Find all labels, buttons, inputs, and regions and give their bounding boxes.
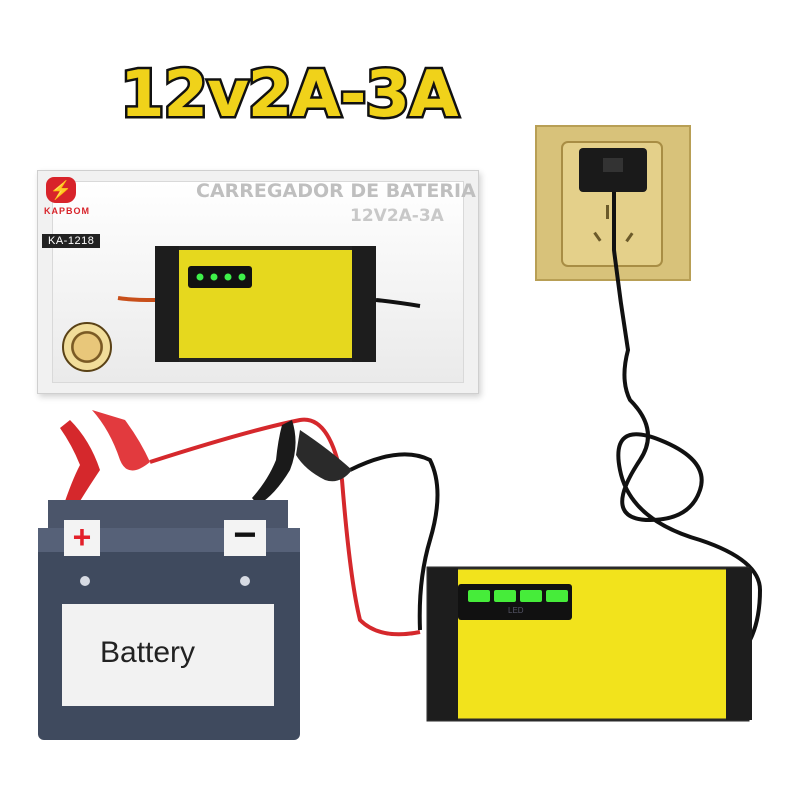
- box-subtitle: 12V2A-3A: [350, 206, 444, 226]
- black-cable: [349, 452, 440, 631]
- charger-led-label: LED: [508, 606, 524, 615]
- red-cable: [149, 417, 421, 637]
- box-title: CARREGADOR DE BATERIA: [196, 180, 476, 202]
- headline-title: 12v2A-3A: [117, 56, 460, 135]
- battery-minus-terminal: −: [224, 515, 266, 556]
- box-model: KA-1218: [42, 234, 101, 248]
- red-clamp: [60, 410, 150, 515]
- lightning-logo-icon: ⚡: [46, 177, 76, 203]
- battery-plus-terminal: +: [64, 520, 100, 556]
- power-cable: [612, 192, 763, 641]
- box-brand: KAPBOM: [44, 206, 90, 216]
- black-clamp: [252, 420, 352, 505]
- battery-label: Battery: [100, 636, 196, 669]
- battery-body: [38, 500, 300, 740]
- premium-quality-seal-icon: [62, 322, 112, 372]
- charger-unit: [426, 566, 752, 722]
